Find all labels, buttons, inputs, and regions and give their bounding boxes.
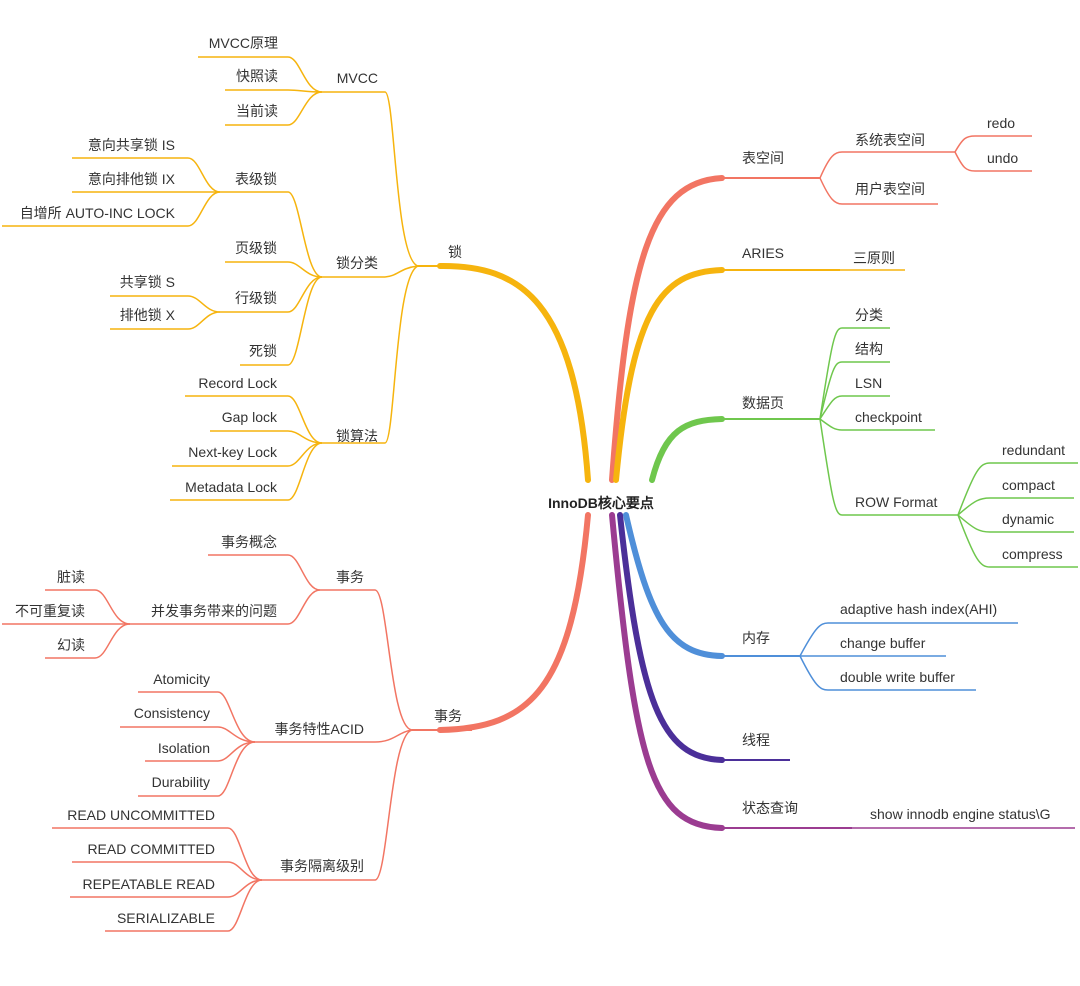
node-isolation: Isolation [158,740,210,756]
node-compact: compact [1002,477,1055,493]
node-phantom-read: 幻读 [57,637,85,653]
tablespace-subtree [819,135,1032,205]
node-checkpoint: checkpoint [855,409,922,425]
node-ahi: adaptive hash index(AHI) [840,601,997,617]
node-page-lock: 页级锁 [235,240,277,256]
branch-tablespace [609,175,725,483]
node-lock: 锁 [448,244,462,260]
node-exclusive-lock: 排他锁 X [120,307,176,323]
node-dynamic: dynamic [1002,511,1054,527]
node-snapshot-read: 快照读 [236,68,278,84]
left-labels: 锁 MVCC MVCC原理 快照读 当前读 锁分类 表级锁 意向共享锁 IS 意… [15,35,462,926]
node-acid: 事务特性ACID [275,721,364,737]
node-consistency: Consistency [134,705,210,721]
center-topic: InnoDB核心要点 [548,495,654,511]
node-auto-inc: 自增所 AUTO-INC LOCK [20,205,176,221]
node-dirty-read: 脏读 [57,569,85,585]
node-double-write-buffer: double write buffer [840,669,955,685]
node-innodb-status-cmd: show innodb engine status\G [870,806,1051,822]
memory-subtree [799,622,1018,691]
datapage-subtree [819,327,1078,568]
node-next-key-lock: Next-key Lock [188,444,278,460]
node-non-repeatable-read: 不可重复读 [15,603,85,619]
branch-thread [617,512,725,763]
node-mvcc-principle: MVCC原理 [209,35,278,51]
node-lock-algorithm: 锁算法 [336,428,378,444]
node-structure: 结构 [855,341,883,357]
node-metadata-lock: Metadata Lock [185,479,278,495]
node-tablespace: 表空间 [742,150,784,166]
node-redo: redo [987,115,1015,131]
node-concurrency-problems: 并发事务带来的问题 [151,603,277,619]
node-lsn: LSN [855,375,882,391]
branch-memory [623,512,725,659]
node-isolation-levels: 事务隔离级别 [280,858,364,874]
node-system-tablespace: 系统表空间 [855,132,925,148]
right-labels: 表空间 系统表空间 redo undo 用户表空间 ARIES 三原则 数据页 … [742,115,1065,822]
node-thread: 线程 [742,732,770,748]
node-gap-lock: Gap lock [222,409,278,425]
transaction-subtree [2,554,413,932]
node-transaction-root: 事务 [434,708,462,724]
branch-aries [613,267,725,483]
node-three-principles: 三原则 [853,250,895,266]
node-change-buffer: change buffer [840,635,926,651]
node-shared-lock: 共享锁 S [120,274,175,290]
node-serializable: SERIALIZABLE [117,910,215,926]
node-memory: 内存 [742,630,770,646]
node-read-committed: READ COMMITTED [87,841,215,857]
node-aries: ARIES [742,245,784,261]
branch-status [609,512,725,831]
node-user-tablespace: 用户表空间 [855,181,925,197]
node-record-lock: Record Lock [198,375,278,391]
node-deadlock: 死锁 [249,343,277,359]
node-transaction-concept: 事务概念 [221,534,277,550]
node-transaction: 事务 [336,569,364,585]
node-lock-classify: 锁分类 [336,255,378,271]
node-row-lock: 行级锁 [235,290,277,306]
node-datapage: 数据页 [742,395,784,411]
branch-transaction [437,512,591,733]
node-intent-exclusive: 意向排他锁 IX [88,171,176,187]
branch-datapage [649,416,725,483]
node-table-lock: 表级锁 [235,171,277,187]
node-mvcc: MVCC [337,70,378,86]
node-row-format: ROW Format [855,494,938,510]
node-compress: compress [1002,546,1063,562]
node-read-uncommitted: READ UNCOMMITTED [67,807,215,823]
main-branches [437,175,725,831]
node-classify: 分类 [855,307,883,323]
lock-subtree [2,56,419,501]
node-intent-shared: 意向共享锁 IS [88,137,175,153]
node-current-read: 当前读 [236,103,278,119]
node-repeatable-read: REPEATABLE READ [82,876,215,892]
node-redundant: redundant [1002,442,1065,458]
underlines [412,177,852,829]
node-atomicity: Atomicity [153,671,210,687]
node-status: 状态查询 [742,800,798,816]
branch-lock [437,262,591,483]
node-durability: Durability [152,774,210,790]
node-undo: undo [987,150,1018,166]
